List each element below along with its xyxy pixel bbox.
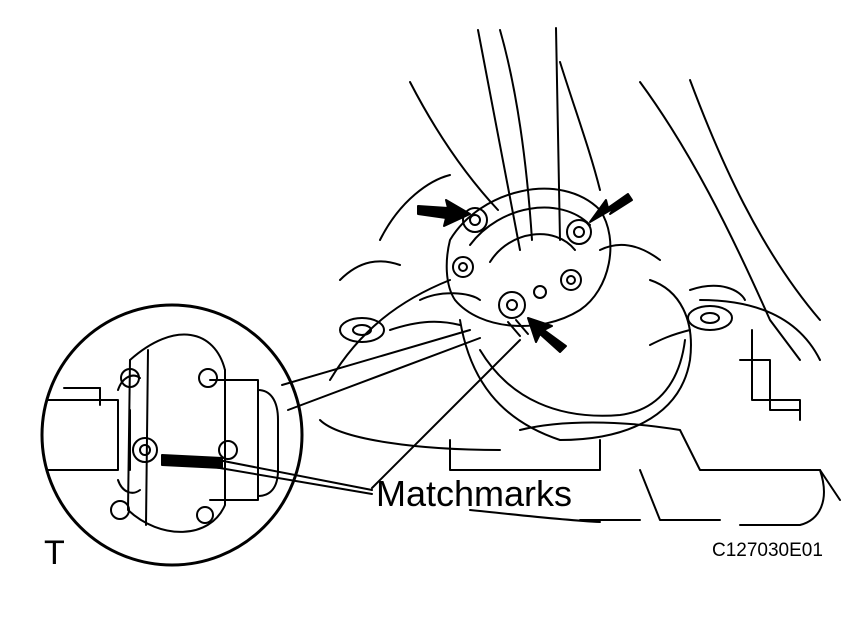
propeller-shaft	[477, 27, 561, 251]
vehicle-body-outline	[319, 61, 841, 526]
bolt-arrow-icon	[417, 199, 471, 227]
bolt-arrow-icon	[527, 317, 567, 353]
magnified-flange-detail	[40, 303, 304, 567]
differential-carrier	[339, 243, 746, 441]
companion-flange	[445, 187, 612, 337]
matchmark-leaders	[207, 339, 521, 495]
corner-mark: T	[44, 534, 65, 572]
figure-code: C127030E01	[712, 540, 823, 561]
detail-connector	[281, 329, 481, 411]
bolt-arrows	[417, 193, 633, 353]
bolt-arrow-icon	[589, 193, 633, 223]
matchmarks-label: Matchmarks	[376, 473, 573, 514]
